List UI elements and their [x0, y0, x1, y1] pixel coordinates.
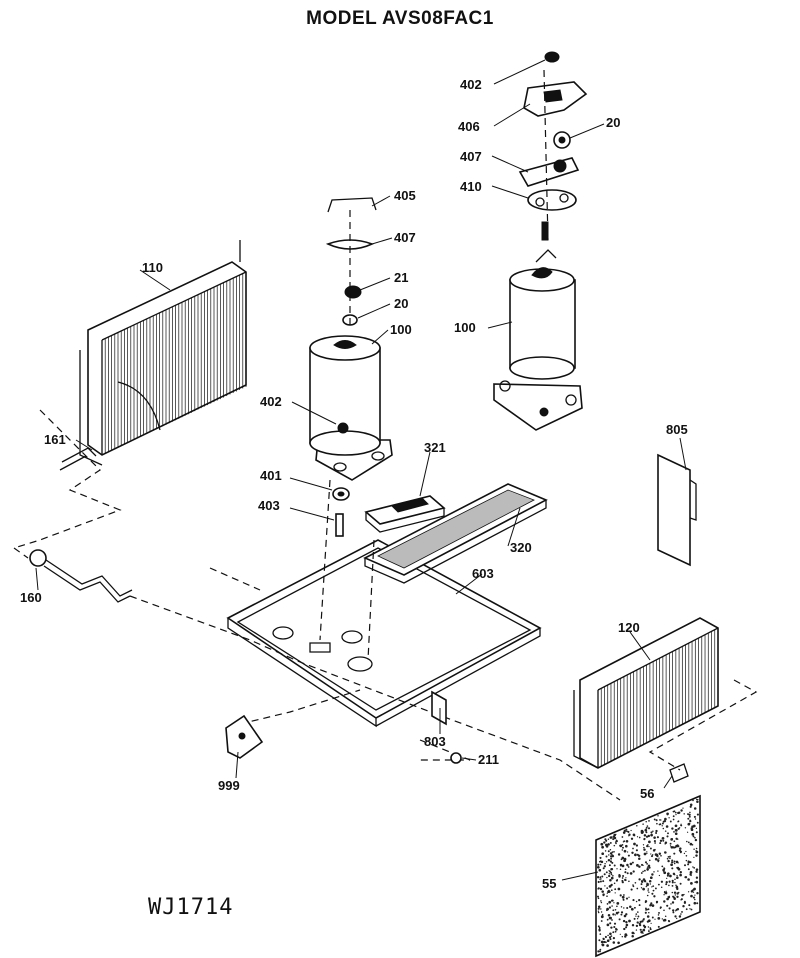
bracket-406	[523, 81, 588, 117]
part-label: 407	[394, 230, 416, 245]
part-label: 110	[142, 260, 163, 275]
part-label: 161	[44, 432, 66, 447]
part-label: 410	[460, 179, 482, 194]
part-label: 321	[424, 440, 446, 455]
part-label: 405	[394, 188, 416, 203]
drain-tray-320	[363, 483, 548, 584]
part-label: 100	[390, 322, 412, 337]
assembly-dashed-lines	[13, 69, 758, 801]
screw-211	[450, 752, 462, 764]
tube-161	[59, 447, 97, 471]
part-label: 805	[666, 422, 688, 437]
bracket-805	[657, 453, 697, 567]
part-label: 100	[454, 320, 476, 335]
condenser-coil-110	[79, 240, 247, 466]
part-label: 803	[424, 734, 446, 749]
part-label: 403	[258, 498, 280, 513]
diagram-title: MODEL AVS08FAC1	[306, 8, 494, 29]
part-label: 406	[458, 119, 480, 134]
base-pan-603	[226, 539, 542, 728]
part-label: 320	[510, 540, 532, 555]
part-label: 401	[260, 468, 282, 483]
part-label: 56	[640, 786, 654, 801]
part-label: 407	[460, 149, 482, 164]
stud-403	[335, 513, 344, 537]
part-label: 402	[460, 77, 482, 92]
clip-405	[327, 197, 377, 213]
plate-407-top	[518, 157, 580, 187]
part-label: 20	[606, 115, 620, 130]
stud-right	[541, 221, 549, 241]
part-label: 120	[618, 620, 640, 635]
compressor-left-100	[309, 335, 393, 481]
part-label: 21	[394, 270, 408, 285]
part-label: 160	[20, 590, 42, 605]
filter-55	[595, 794, 701, 958]
bracket-321	[364, 495, 446, 533]
clip-56	[669, 763, 689, 783]
clip-803	[431, 690, 447, 726]
nut-402-top	[544, 51, 560, 63]
washer-410	[527, 189, 577, 211]
part-label: 211	[478, 752, 499, 767]
grommet-21	[344, 285, 362, 299]
part-label: 603	[472, 566, 494, 581]
part-label: 55	[542, 876, 556, 891]
part-label: 999	[218, 778, 240, 793]
leader-lines	[35, 59, 687, 881]
part-label: 20	[394, 296, 408, 311]
evaporator-coil-120	[573, 617, 719, 769]
part-labels: 402 406 20 407 410 405 407 110 21 20 100…	[20, 77, 688, 891]
compressor-right-100	[493, 249, 583, 431]
grommet-20-top	[553, 131, 571, 149]
grommet-401	[332, 487, 350, 501]
part-label: 402	[260, 394, 282, 409]
drawing-reference: WJ1714	[148, 895, 233, 920]
tubing-160	[29, 549, 133, 603]
bracket-999	[225, 714, 264, 759]
